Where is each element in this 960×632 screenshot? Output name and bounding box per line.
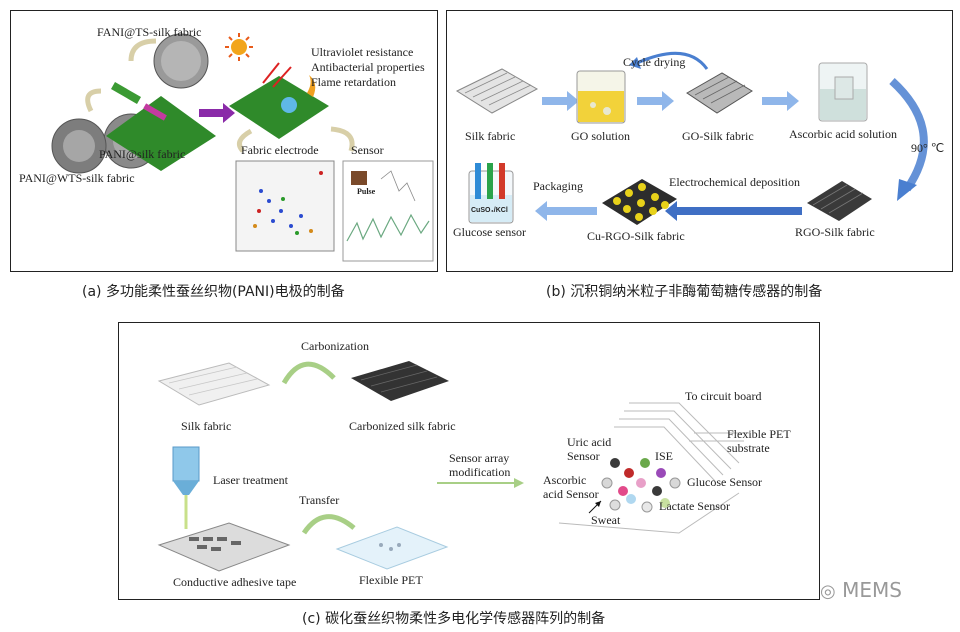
label-silk-fabric-c: Silk fabric xyxy=(181,419,232,433)
watermark-text: MEMS xyxy=(842,578,902,602)
silk-fabric-graphic xyxy=(455,68,539,114)
label-temp: 90° ℃ xyxy=(911,141,945,155)
caption-a: (a) 多功能柔性蚕丝织物(PANI)电极的制备 xyxy=(82,284,345,300)
label-pulse: Pulse xyxy=(357,187,376,196)
label-fabric-electrode: Fabric electrode xyxy=(241,143,319,157)
arrow-packaging xyxy=(535,201,597,221)
label-cu-rgo: Cu-RGO-Silk fabric xyxy=(587,229,685,243)
label-glucose-sensor: Glucose sensor xyxy=(453,225,526,239)
label-uric2: Sensor xyxy=(567,449,600,463)
wechat-icon: ◎ xyxy=(820,581,836,602)
label-sensor-array: Sensor array xyxy=(449,451,510,465)
watermark: ◎ MEMS xyxy=(820,578,902,602)
label-glucose-sensor-c: Glucose Sensor xyxy=(687,475,762,489)
prop-antibacterial: Antibacterial properties xyxy=(311,60,425,74)
prop-flame: Flame retardation xyxy=(311,75,396,89)
panel-b: Cycle drying Silk fabric GO solution GO-… xyxy=(446,10,953,272)
label-silk-fabric: Silk fabric xyxy=(465,129,516,143)
arrow-b3 xyxy=(762,91,799,111)
caption-b: (b) 沉积铜纳米粒子非酶葡萄糖传感器的制备 xyxy=(546,284,823,300)
green-fabric-1 xyxy=(106,96,216,171)
label-flex-pet-sub1: Flexible PET xyxy=(727,427,791,441)
purple-arrow xyxy=(199,103,235,123)
label-ascorbic: Ascorbic acid solution xyxy=(789,127,897,141)
label-flexible-pet: Flexible PET xyxy=(359,573,423,587)
electrode-chart xyxy=(235,160,335,252)
label-flex-pet-sub2: substrate xyxy=(727,441,770,455)
arrow-b2 xyxy=(637,91,674,111)
label-lactate: Lactate Sensor xyxy=(659,499,730,513)
label-sensor: Sensor xyxy=(351,143,384,157)
prop-uv: Ultraviolet resistance xyxy=(311,45,414,59)
label-carbonization: Carbonization xyxy=(301,339,369,353)
caption-c: (c) 碳化蚕丝织物柔性多电化学传感器阵列的制备 xyxy=(302,611,606,627)
panel-c-illustration xyxy=(157,361,749,572)
label-asc1: Ascorbic xyxy=(543,473,587,487)
green-fabric-2 xyxy=(229,76,329,139)
label-ise: ISE xyxy=(655,449,673,463)
panel-b-illustration xyxy=(455,51,928,225)
label-packaging: Packaging xyxy=(533,179,583,193)
label-uric1: Uric acid xyxy=(567,435,612,449)
label-electrochem: Electrochemical deposition xyxy=(669,175,800,189)
label-pani-ts: FANI@TS-silk fabric xyxy=(97,25,202,39)
sensor-dots xyxy=(601,458,681,513)
label-conductive-tape: Conductive adhesive tape xyxy=(173,575,297,589)
label-pani-wts: PANI@WTS-silk fabric xyxy=(19,171,135,185)
label-to-circuit: To circuit board xyxy=(685,389,762,403)
label-go-solution: GO solution xyxy=(571,129,631,143)
label-rgo-silk: RGO-Silk fabric xyxy=(795,225,875,239)
label-beaker: CuSO₄/KCl xyxy=(471,207,508,214)
label-laser: Laser treatment xyxy=(213,473,288,487)
label-carbonized: Carbonized silk fabric xyxy=(349,419,456,433)
label-cycle-drying: Cycle drying xyxy=(623,55,686,69)
panel-a: FANI@TS-silk fabric PANI@silk fabric PAN… xyxy=(10,10,438,272)
label-asc2: acid Sensor xyxy=(543,487,599,501)
label-modification: modification xyxy=(449,465,511,479)
label-go-silk: GO-Silk fabric xyxy=(682,129,754,143)
arrow-electrochem xyxy=(665,201,802,221)
panel-a-illustration xyxy=(51,33,434,262)
arrow-b1 xyxy=(542,91,579,111)
label-sweat: Sweat xyxy=(591,513,621,527)
panel-c: Carbonization Silk fabric Carbonized sil… xyxy=(118,322,820,600)
label-pani-silk: PANI@silk fabric xyxy=(99,147,186,161)
label-transfer: Transfer xyxy=(299,493,340,507)
